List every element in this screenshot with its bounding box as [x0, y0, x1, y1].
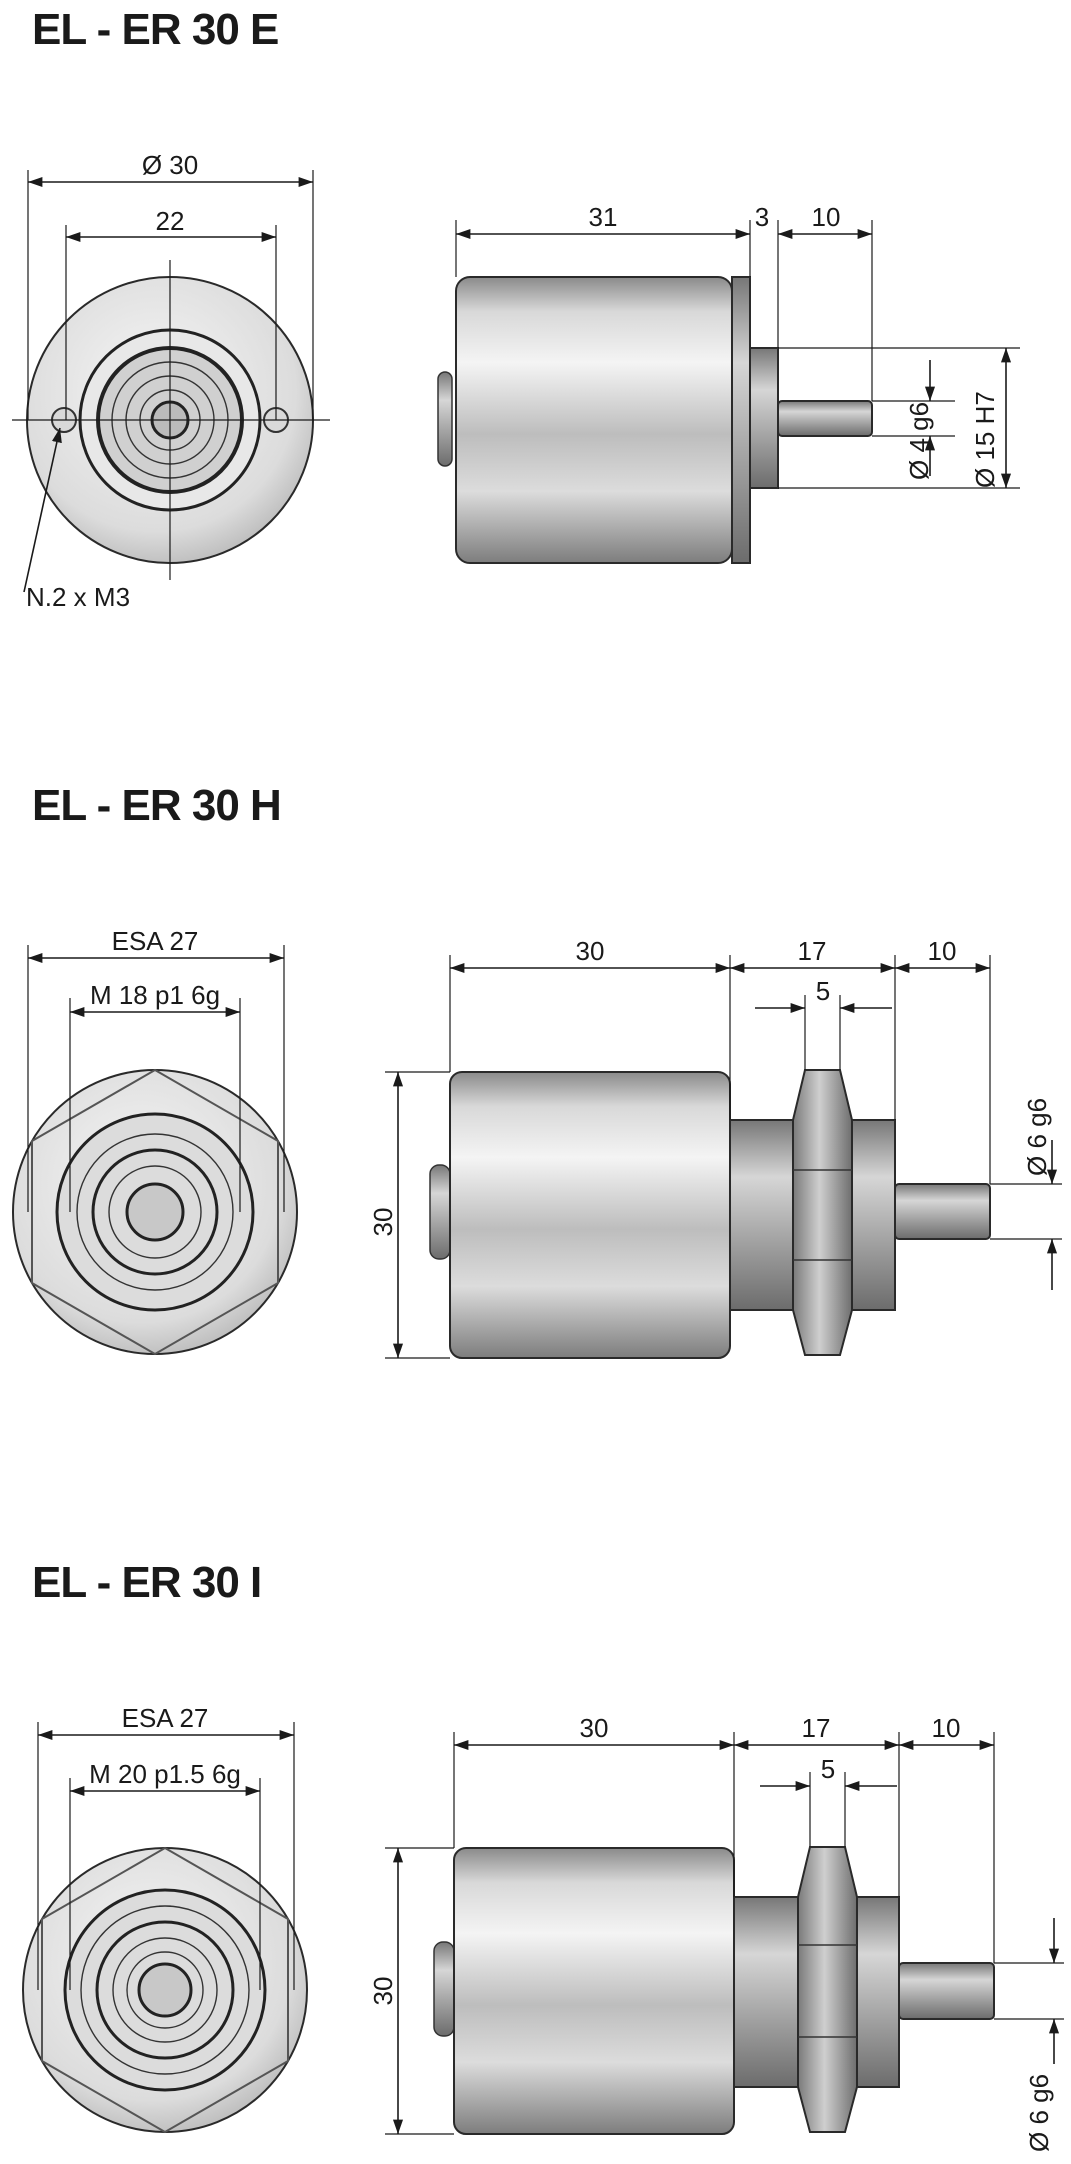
nut-side: [792, 1069, 853, 1356]
dim-outer-dia: Ø 30: [142, 150, 198, 180]
side-view: 30 17 10 5 30 Ø 6 g6: [368, 936, 1062, 1359]
dim-body-length: 31: [589, 202, 618, 232]
ring-line: [80, 1905, 250, 2075]
front-view: ESA 27 M 18 p1 6g: [12, 926, 298, 1356]
dim-body-length: 30: [576, 936, 605, 966]
dim-height: 30: [368, 1977, 398, 2006]
shaft: [894, 1183, 991, 1240]
housing: [455, 276, 733, 564]
ring-line: [95, 1920, 235, 2060]
front-view: Ø 30 22 N.2 x M3: [12, 150, 330, 612]
ring-line: [112, 1937, 218, 2043]
side-view: 31 3 10 Ø 4 g6 Ø 15 H7: [437, 202, 1020, 564]
ring-line: [76, 1133, 234, 1291]
front-view: ESA 27 M 20 p1.5 6g: [22, 1703, 308, 2134]
flange: [731, 276, 751, 564]
shaft: [777, 400, 873, 437]
section-title: EL - ER 30 I: [32, 1558, 261, 1607]
rear-cap: [429, 1164, 451, 1260]
section-title: EL - ER 30 E: [32, 5, 278, 54]
hex-nut: [31, 1068, 279, 1356]
dim-shaft-length: 10: [928, 936, 957, 966]
ring-line: [91, 1148, 219, 1276]
ring-line: [108, 1165, 202, 1259]
housing: [449, 1071, 731, 1359]
dim-height: 30: [368, 1208, 398, 1237]
housing: [453, 1847, 735, 2135]
shaft: [898, 1962, 995, 2020]
ring-line: [126, 1951, 204, 2029]
dim-shaft-length: 10: [812, 202, 841, 232]
rear-cap: [437, 371, 453, 467]
dim-flange: 3: [755, 202, 769, 232]
dim-shaft-dia: Ø 6 g6: [1024, 2074, 1054, 2152]
dim-holes: N.2 x M3: [26, 582, 130, 612]
dim-neck-length: 17: [798, 936, 827, 966]
dim-thread: M 20 p1.5 6g: [89, 1759, 241, 1789]
shaft-end: [137, 1962, 193, 2018]
dim-neck-length: 17: [802, 1713, 831, 1743]
leader-holes: [23, 427, 62, 593]
shaft-end: [125, 1182, 185, 1242]
side-view: 30 17 10 5 30 Ø 6 g6: [368, 1713, 1064, 2152]
section-title: EL - ER 30 H: [32, 781, 281, 830]
dim-nut: 5: [816, 976, 830, 1006]
dim-shaft-length: 10: [932, 1713, 961, 1743]
dim-hex: ESA 27: [112, 926, 199, 956]
section-el-er-30-h: EL - ER 30 H ESA 27 M 18 p1 6g: [12, 781, 1062, 1359]
dim-body-length: 30: [580, 1713, 609, 1743]
dim-shaft-dia: Ø 4 g6: [904, 402, 934, 480]
dim-hub-dia: Ø 15 H7: [970, 391, 1000, 488]
section-el-er-30-i: EL - ER 30 I ESA 27 M 20 p1.5 6g: [22, 1558, 1064, 2152]
hex-nut: [41, 1846, 289, 2134]
dim-thread: M 18 p1 6g: [90, 980, 220, 1010]
nut-side: [797, 1846, 858, 2133]
dim-shaft-dia: Ø 6 g6: [1022, 1098, 1052, 1176]
hub: [749, 347, 779, 489]
dim-hex: ESA 27: [122, 1703, 209, 1733]
rear-cap: [433, 1941, 455, 2037]
dim-hole-spacing: 22: [156, 206, 185, 236]
section-el-er-30-e: EL - ER 30 E Ø 30 22 N.2 x M3: [12, 5, 1020, 612]
dim-nut: 5: [821, 1754, 835, 1784]
